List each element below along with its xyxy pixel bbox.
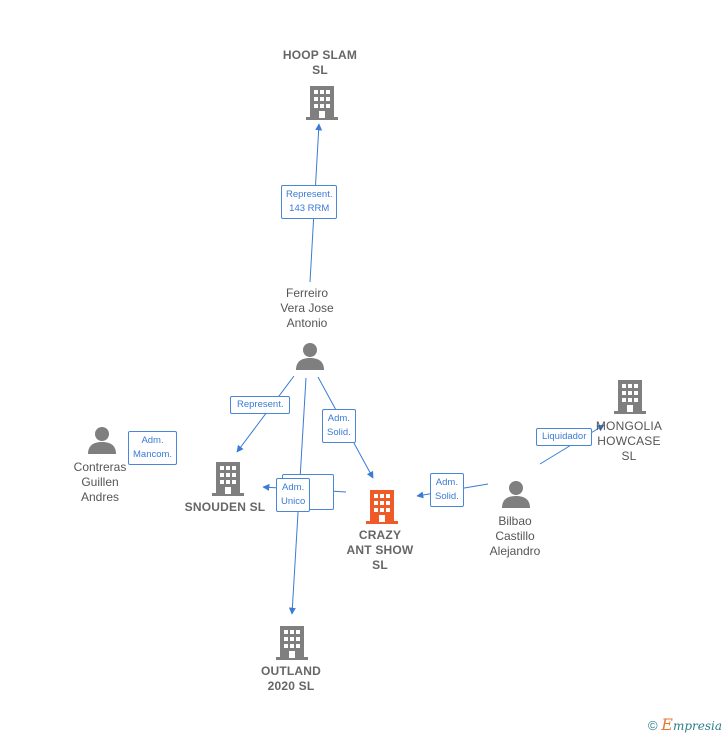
- edge-label-line: Mancom.: [133, 449, 173, 460]
- label-line: HOOP SLAM: [282, 48, 358, 62]
- label-line: Guillen: [81, 475, 119, 489]
- edge-label-adm-solid-bilbao[interactable]: Adm. Solid.: [430, 473, 464, 507]
- copyright-icon: ©: [648, 718, 658, 733]
- person-icon[interactable]: [87, 426, 117, 454]
- edge-label-line: 143 RRM: [289, 203, 330, 214]
- node-label-contreras: Contreras Guillen Andres: [74, 460, 127, 505]
- empresia-brand-text: mpresia: [672, 719, 722, 733]
- label-line: Bilbao: [498, 514, 532, 528]
- empresia-footer[interactable]: © Empresia: [648, 715, 722, 734]
- company-building-icon[interactable]: [276, 624, 308, 660]
- label-line: OUTLAND: [260, 664, 322, 678]
- edge-label-line: Adm.: [435, 477, 458, 488]
- label-line: Vera Jose: [280, 301, 334, 315]
- edge-label-adm-mancom[interactable]: Adm. Mancom.: [128, 431, 178, 465]
- edge-label-line: Adm.: [282, 482, 305, 493]
- label-line: Andres: [80, 490, 120, 504]
- label-line: Alejandro: [489, 544, 541, 558]
- company-building-icon[interactable]: [212, 460, 244, 496]
- company-building-icon[interactable]: [614, 378, 646, 414]
- empresia-logo-e: E: [661, 715, 673, 734]
- label-line: Castillo: [495, 529, 535, 543]
- label-line: CRAZY: [358, 528, 402, 542]
- label-line: MONGOLIA: [595, 419, 663, 433]
- node-label-mongolia: MONGOLIA HOWCASE SL: [596, 419, 662, 464]
- node-label-ferreiro: Ferreiro Vera Jose Antonio: [280, 286, 333, 331]
- person-icon[interactable]: [501, 480, 531, 508]
- edge-label-line: Solid.: [327, 427, 351, 438]
- edge-label-represent[interactable]: Represent.: [230, 396, 291, 414]
- person-icon[interactable]: [295, 342, 325, 370]
- edge-ferreiro-snouden: [236, 375, 295, 453]
- company-building-icon[interactable]: [306, 84, 338, 120]
- label-line: Antonio: [286, 316, 328, 330]
- edge-label-line: Represent.: [237, 399, 284, 410]
- node-label-crazy-ant-show: CRAZY ANT SHOW SL: [347, 528, 414, 573]
- edge-label-line: Adm.: [141, 435, 164, 446]
- label-line: SL: [621, 449, 637, 463]
- label-line: SL: [372, 558, 388, 572]
- node-label-bilbao: Bilbao Castillo Alejandro: [490, 514, 541, 559]
- edge-label-line: Liquidador: [542, 431, 587, 442]
- label-line: ANT SHOW: [346, 543, 414, 557]
- node-label-hoop-slam: HOOP SLAM SL: [283, 48, 357, 78]
- label-line: 2020 SL: [267, 679, 315, 693]
- edge-label-line: Solid.: [435, 491, 459, 502]
- label-line: SL: [312, 63, 328, 77]
- edge-label-adm-solid-ferreiro[interactable]: Adm. Solid.: [322, 409, 356, 443]
- edge-label-line: Adm.: [327, 413, 350, 424]
- edge-label-represent-143[interactable]: Represent. 143 RRM: [281, 185, 338, 219]
- edge-label-line: Unico: [281, 496, 306, 507]
- edge-label-adm-unico[interactable]: Adm. Unico: [276, 478, 311, 512]
- node-label-outland: OUTLAND 2020 SL: [261, 664, 321, 694]
- label-line: Ferreiro: [285, 286, 328, 300]
- label-line: Contreras: [73, 460, 127, 474]
- label-line: SNOUDEN SL: [184, 500, 266, 514]
- edge-label-line: Represent.: [286, 189, 333, 200]
- label-line: HOWCASE: [597, 434, 661, 448]
- node-label-snouden: SNOUDEN SL: [185, 500, 266, 515]
- edge-label-liquidador[interactable]: Liquidador: [536, 428, 593, 446]
- focus-company-building-icon[interactable]: [366, 488, 398, 524]
